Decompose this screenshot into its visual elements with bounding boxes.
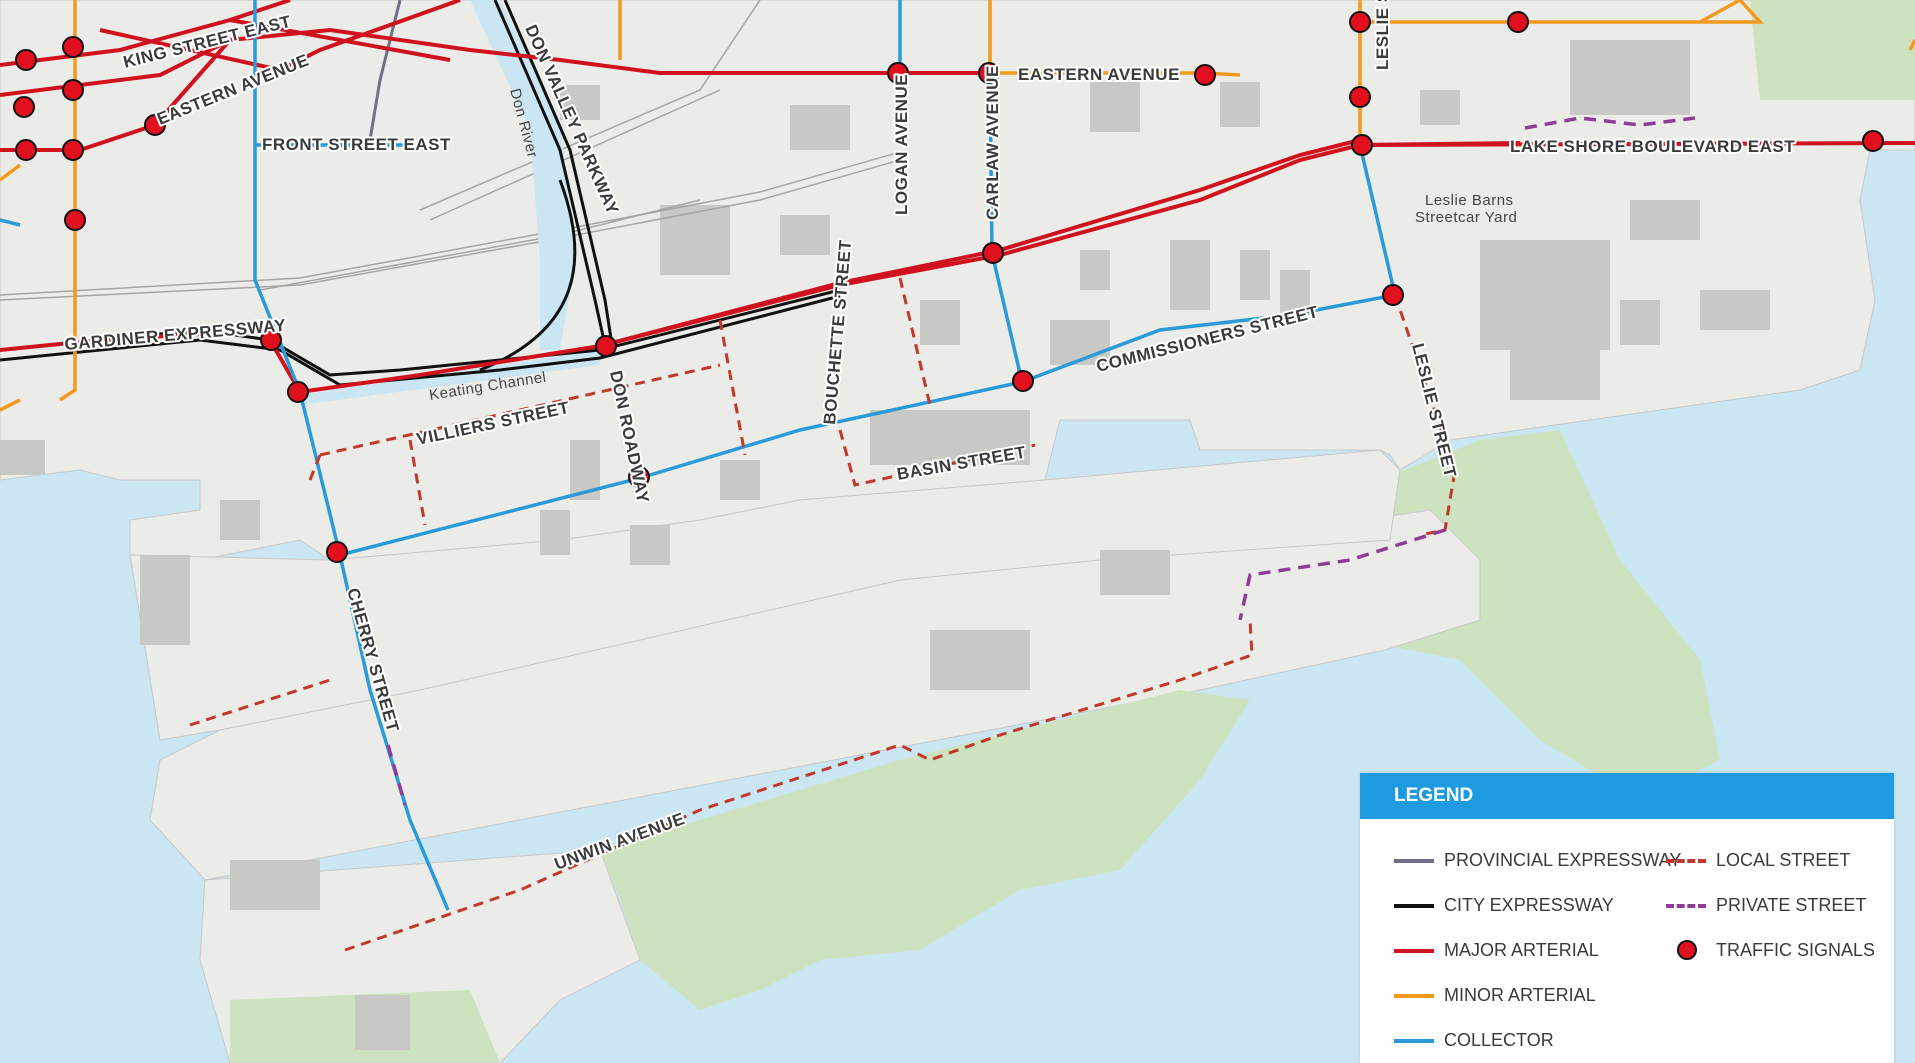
traffic-signal [64, 209, 86, 231]
traffic-signal [1351, 134, 1373, 156]
provincial-expressway-swatch [1394, 850, 1434, 870]
city-expressway-lines [0, 0, 841, 387]
legend-item-local-street: LOCAL STREET [1666, 848, 1850, 872]
collector-swatch [1394, 1030, 1434, 1050]
legend-item-provincial-expressway: PROVINCIAL EXPRESSWAY [1394, 848, 1681, 872]
traffic-signal [62, 79, 84, 101]
label-carlaw-avenue: CARLAW AVENUE [983, 65, 1002, 220]
legend-item-private-street: PRIVATE STREET [1666, 893, 1866, 917]
traffic-signals [13, 11, 1884, 563]
local-street-lines [189, 277, 1457, 952]
traffic-signal [15, 49, 37, 71]
major-arterial-lines [0, 0, 1915, 395]
traffic-signal [1862, 130, 1884, 152]
local-street-swatch [1666, 850, 1706, 870]
label-leslie-barns: Leslie Barns [1425, 192, 1514, 209]
legend-label: LOCAL STREET [1716, 849, 1851, 870]
private-street-swatch [1666, 895, 1706, 915]
label-logan-avenue: LOGAN AVENUE [892, 74, 911, 215]
city-expressway-swatch [1394, 895, 1434, 915]
label-eastern-avenue: EASTERN AVENUE [1018, 65, 1180, 84]
traffic-signal [144, 114, 166, 136]
traffic-signal [1349, 86, 1371, 108]
traffic-signal [62, 36, 84, 58]
traffic-signal [15, 139, 37, 161]
traffic-signal [887, 62, 909, 84]
traffic-signal [628, 466, 650, 488]
legend: LEGEND PROVINCIAL EXPRESSWAY CITY EXPRES… [1360, 773, 1894, 1063]
traffic-signal [62, 139, 84, 161]
legend-item-collector: COLLECTOR [1394, 1028, 1554, 1052]
traffic-signal-icon [1666, 940, 1706, 960]
legend-label: PRIVATE STREET [1716, 894, 1867, 915]
south-park [600, 690, 1250, 1010]
traffic-signal [287, 381, 309, 403]
legend-label: MAJOR ARTERIAL [1444, 939, 1599, 960]
traffic-signal [1507, 11, 1529, 33]
traffic-signal [13, 96, 35, 118]
northeast-park [1750, 0, 1915, 100]
legend-item-city-expressway: CITY EXPRESSWAY [1394, 893, 1614, 917]
traffic-signal [260, 329, 282, 351]
traffic-signal [982, 242, 1004, 264]
legend-label: CITY EXPRESSWAY [1444, 894, 1614, 915]
legend-label: MINOR ARTERIAL [1444, 984, 1596, 1005]
traffic-signal [1194, 64, 1216, 86]
buildings [0, 40, 1770, 1050]
keating-channel-water [300, 350, 600, 405]
legend-label: PROVINCIAL EXPRESSWAY [1444, 849, 1682, 870]
legend-label: COLLECTOR [1444, 1029, 1554, 1050]
provincial-expressway-lines [368, 0, 402, 141]
major-arterial-swatch [1394, 940, 1434, 960]
traffic-signal [1382, 284, 1404, 306]
traffic-signal [595, 335, 617, 357]
legend-item-traffic-signals: TRAFFIC SIGNALS [1666, 938, 1875, 962]
traffic-signal [326, 541, 348, 563]
legend-title: LEGEND [1360, 773, 1894, 819]
label-lake-shore-boulevard-east: LAKE SHORE BOULEVARD EAST [1510, 137, 1795, 156]
legend-item-major-arterial: MAJOR ARTERIAL [1394, 938, 1599, 962]
private-street-lines [386, 116, 1696, 806]
minor-arterial-swatch [1394, 985, 1434, 1005]
don-river [470, 0, 575, 350]
label-leslie-street-north: LESLIE ST [1373, 0, 1392, 70]
label-streetcar-yard: Streetcar Yard [1415, 209, 1517, 226]
label-front-street-east: FRONT STREET EAST [262, 135, 451, 154]
legend-label: TRAFFIC SIGNALS [1716, 939, 1876, 960]
traffic-signal [978, 62, 1000, 84]
legend-item-minor-arterial: MINOR ARTERIAL [1394, 983, 1596, 1007]
traffic-signal [1012, 370, 1034, 392]
traffic-signal [1349, 11, 1371, 33]
